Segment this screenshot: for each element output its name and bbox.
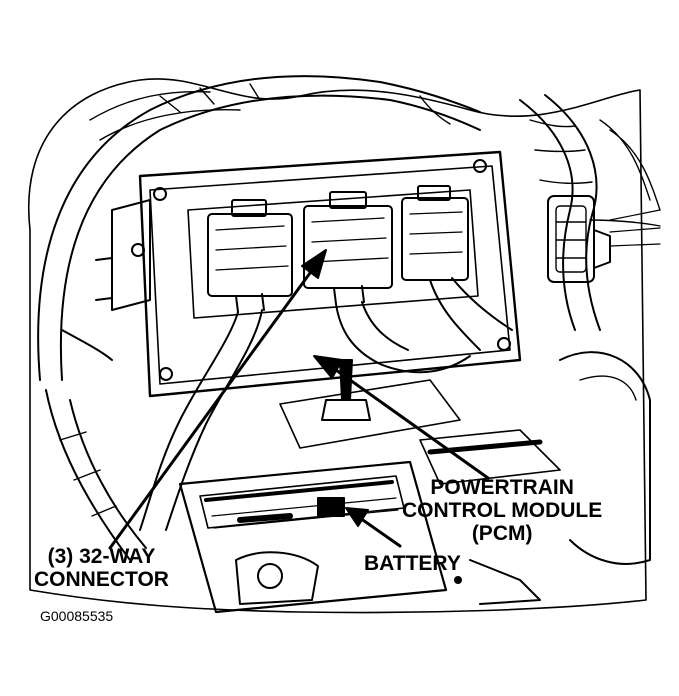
battery-callout: BATTERY xyxy=(364,552,461,575)
left-bracket xyxy=(61,199,151,361)
pcm-arrowhead xyxy=(313,355,343,379)
connector-arrowhead xyxy=(301,249,327,279)
connector-callout: (3) 32-WAY CONNECTOR xyxy=(34,545,169,591)
pcm-callout: POWERTRAIN CONTROL MODULE (PCM) xyxy=(402,476,602,545)
figure-id: G00085535 xyxy=(40,608,114,624)
pcm-callout-line1: POWERTRAIN xyxy=(430,476,574,499)
battery-arrow-line xyxy=(358,516,402,548)
vignette-frame xyxy=(28,78,647,614)
pcm-arrow-line xyxy=(334,368,490,480)
pcm-callout-line3: (PCM) xyxy=(471,522,533,545)
pcm-connectors xyxy=(207,185,469,313)
right-connector xyxy=(547,195,661,283)
pcm-callout-line2: CONTROL MODULE xyxy=(402,499,603,522)
callout-arrows xyxy=(108,249,490,550)
battery-arrowhead xyxy=(345,507,369,527)
pcm-housing xyxy=(138,150,522,398)
connector-1 xyxy=(207,199,293,313)
connector-3 xyxy=(401,185,469,281)
connector-arrow-line xyxy=(108,260,320,550)
connector-harness xyxy=(139,277,513,531)
left-lower-hose xyxy=(45,389,147,561)
right-harness xyxy=(519,94,661,331)
right-lower-components xyxy=(469,351,651,605)
connector-2 xyxy=(303,191,393,305)
connector-callout-line2: CONNECTOR xyxy=(34,568,169,591)
ground-symbol-icon xyxy=(454,576,462,584)
upper-hoses xyxy=(37,75,481,381)
connector-callout-line1: (3) 32-WAY xyxy=(47,545,156,568)
ground-stud xyxy=(279,359,461,449)
